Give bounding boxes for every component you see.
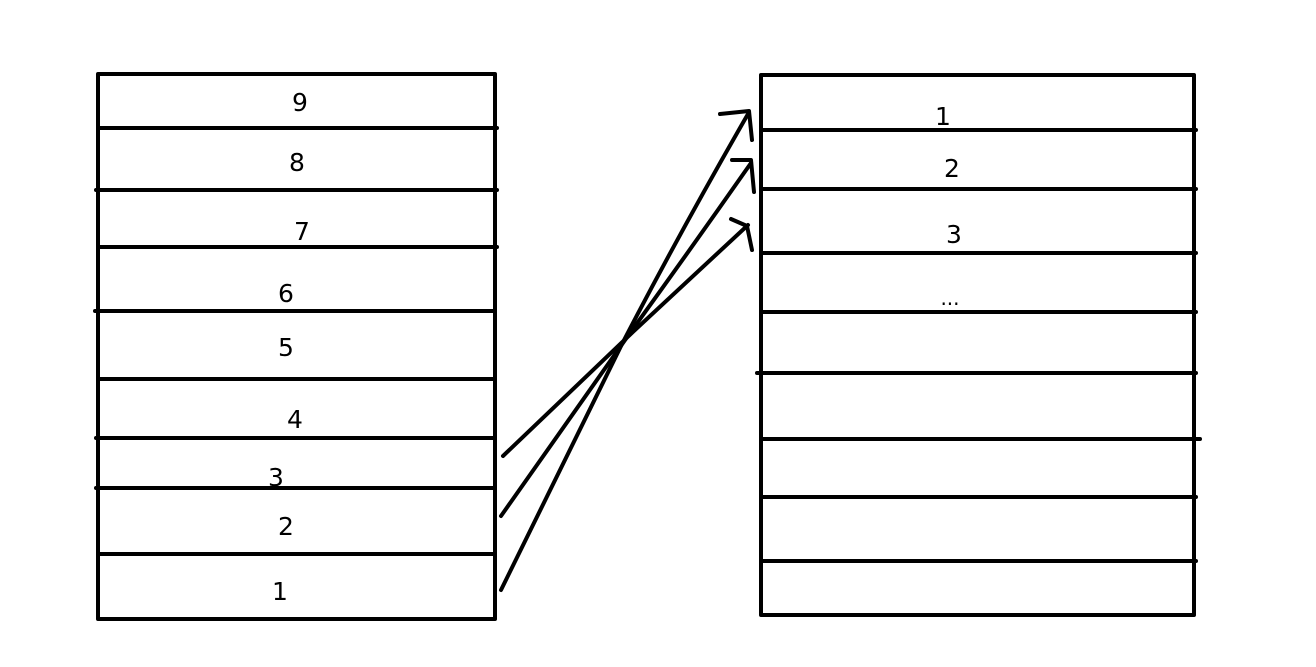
- left-stack-frame: [96, 72, 497, 621]
- transfer-arrows: [499, 109, 756, 592]
- right-cell-label: 1: [935, 102, 951, 131]
- left-cell-label: 9: [292, 88, 308, 117]
- arrowhead-icon: [729, 217, 754, 252]
- left-stack: 9 8 7 6 5 4 3 2 1: [93, 72, 499, 621]
- right-stack: 1 2 3 ...: [755, 73, 1202, 617]
- left-cell-label: 1: [272, 577, 288, 606]
- right-cell-label: 2: [944, 154, 960, 183]
- right-stack-frame: [759, 73, 1196, 617]
- left-cell-label: 6: [278, 279, 294, 308]
- left-cell-label: 8: [289, 148, 305, 177]
- arrow-cell-1-to-top: [499, 112, 750, 592]
- left-cell-label: 5: [278, 333, 294, 362]
- left-cell-label: 7: [294, 217, 310, 246]
- left-cell-label: 3: [268, 463, 284, 492]
- arrowhead-icon: [718, 109, 754, 142]
- left-cell-label: 2: [278, 512, 294, 541]
- arrow-cell-3-to-third: [501, 223, 750, 458]
- arrowhead-icon: [730, 158, 756, 194]
- right-cell-label: ...: [940, 286, 959, 310]
- right-cell-label: 3: [946, 220, 962, 249]
- left-cell-label: 4: [287, 405, 303, 434]
- arrow-cell-2-to-second: [499, 161, 753, 518]
